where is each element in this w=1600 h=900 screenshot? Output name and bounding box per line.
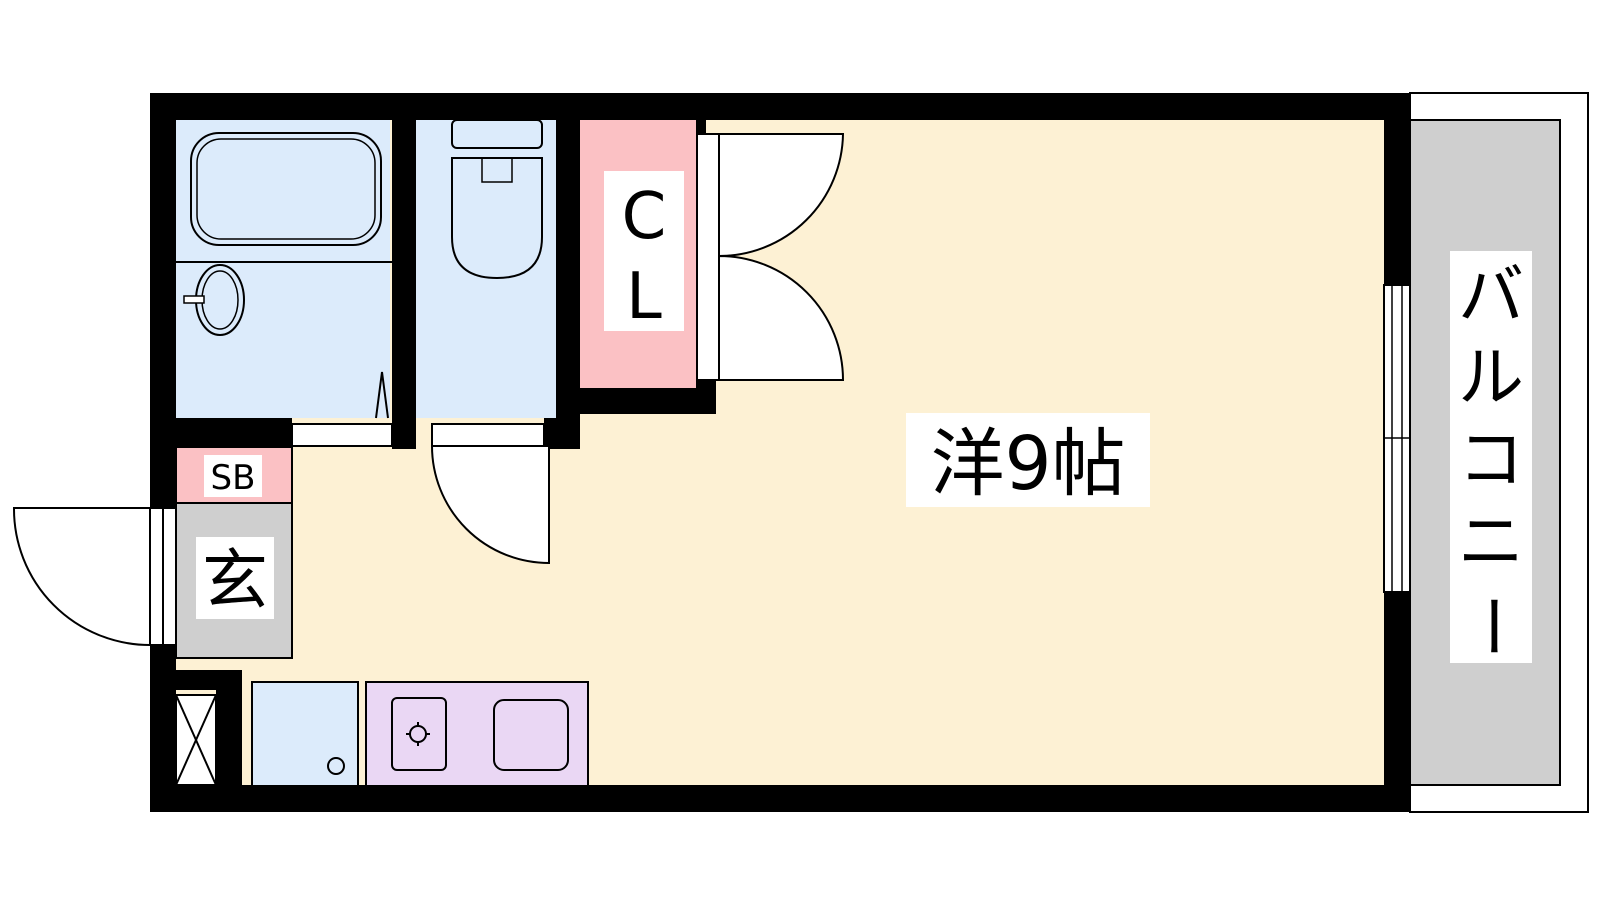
refrigerator-space	[251, 681, 359, 789]
toilet-floor	[416, 118, 556, 418]
closet-door-frame	[696, 133, 720, 381]
balcony-label-char: バ	[1458, 257, 1524, 334]
balcony-label-char: ー	[1453, 593, 1530, 659]
closet-door-upper	[718, 133, 845, 258]
balcony-inner-outline	[1409, 119, 1561, 786]
balcony-label-char: ニ	[1458, 503, 1524, 580]
bath-door-icon	[375, 371, 389, 419]
drain-icon	[327, 757, 345, 775]
stove-icon	[391, 697, 447, 771]
balcony-label-char: ル	[1458, 339, 1524, 416]
entrance-label-bg	[196, 537, 274, 619]
closet-door-lower	[718, 254, 845, 381]
closet-label-line1: C	[622, 180, 667, 254]
balcony-label-bg	[1450, 251, 1532, 663]
toilet-door-opening	[431, 423, 545, 447]
bathtub-inner	[196, 138, 376, 240]
bath-door-opening	[291, 423, 393, 447]
shoe-box-label: SB	[211, 458, 256, 498]
entrance-door	[12, 507, 151, 647]
closet-label-bg	[604, 171, 684, 331]
toilet-door	[430, 445, 550, 565]
toilet-seat-notch	[481, 157, 513, 183]
bathroom-floor	[172, 118, 390, 418]
balcony-label-char: コ	[1458, 421, 1524, 498]
faucet-icon	[183, 295, 205, 304]
entrance-label: 玄	[202, 542, 268, 619]
walls	[150, 93, 1410, 812]
toilet-bowl-icon	[451, 157, 543, 280]
sink-icon	[493, 699, 569, 771]
washing-machine-cross-b	[175, 694, 217, 786]
bathtub-outer	[190, 132, 382, 246]
western-room-label: 洋9帖	[930, 421, 1125, 507]
shoe-box-label-bg	[204, 455, 262, 497]
western-room-label-bg	[906, 413, 1150, 507]
closet-label-line2: L	[626, 260, 662, 334]
